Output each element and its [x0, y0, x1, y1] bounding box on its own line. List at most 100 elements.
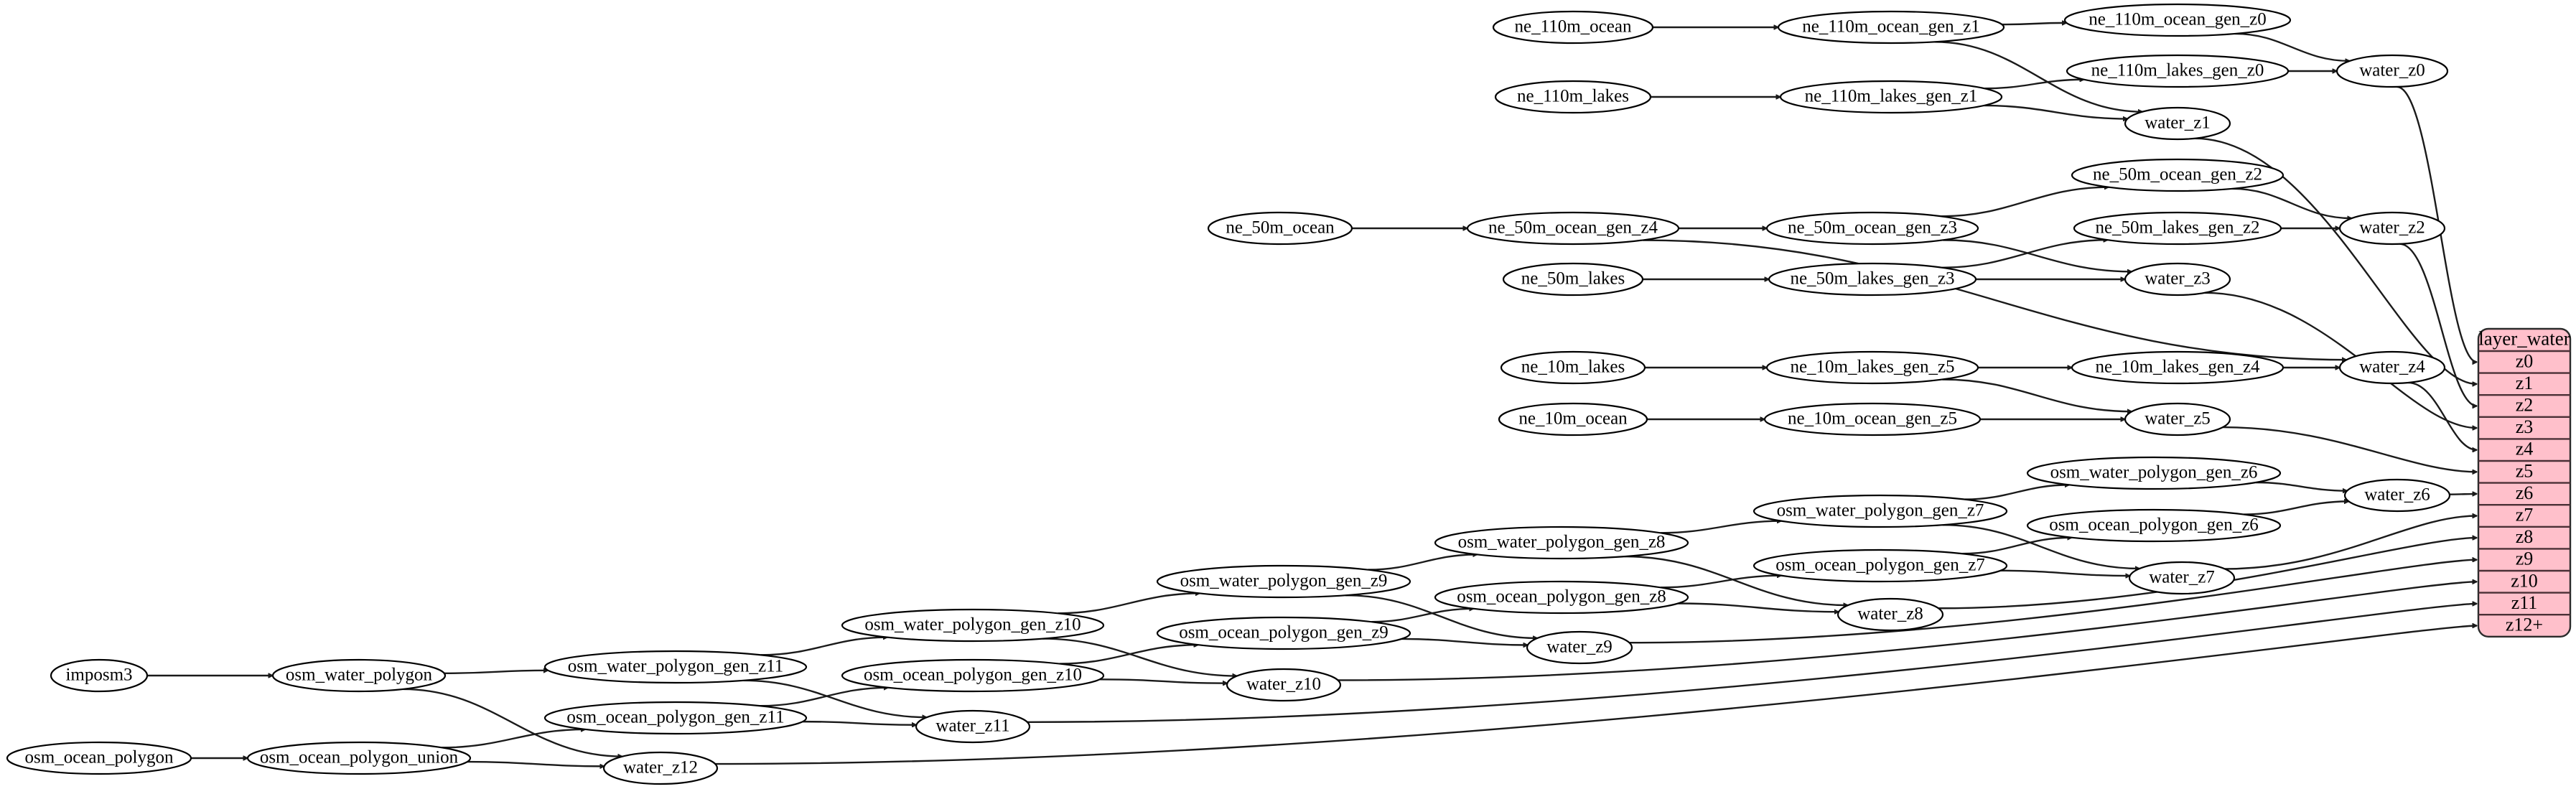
edge-water_z12-to-layer_water_z12_ [715, 626, 2477, 765]
node-ne_50m_lakes[interactable]: ne_50m_lakes [1502, 262, 1644, 297]
node-shape [2124, 402, 2231, 436]
node-ne_10m_lakes_gen_z4[interactable]: ne_10m_lakes_gen_z4 [2071, 350, 2285, 385]
node-shape [2338, 211, 2446, 246]
edge-water_z6-to-layer_water_z6 [2449, 494, 2477, 495]
node-osm_ocean_polygon_gen_z8[interactable]: osm_ocean_polygon_gen_z8 [1434, 580, 1689, 615]
node-osm_ocean_polygon_gen_z7[interactable]: osm_ocean_polygon_gen_z7 [1753, 548, 2008, 583]
edge-water_z8-to-layer_water_z8 [1938, 538, 2477, 610]
node-shape [1494, 80, 1652, 114]
node-ne_10m_lakes[interactable]: ne_10m_lakes [1500, 350, 1646, 385]
node-osm_ocean_polygon_gen_z10[interactable]: osm_ocean_polygon_gen_z10 [841, 658, 1105, 693]
node-water_z9[interactable]: water_z9 [1526, 630, 1633, 665]
edge-ne_50m_ocean_gen_z3-to-water_z3 [1943, 239, 2132, 271]
node-shape [50, 658, 149, 693]
node-ne_50m_ocean[interactable]: ne_50m_ocean [1207, 211, 1353, 246]
node-shape [1226, 668, 1342, 702]
node-osm_water_polygon_gen_z7[interactable]: osm_water_polygon_gen_z7 [1753, 494, 2008, 528]
node-ne_50m_lakes_gen_z2[interactable]: ne_50m_lakes_gen_z2 [2073, 211, 2282, 246]
node-ne_50m_ocean_gen_z4[interactable]: ne_50m_ocean_gen_z4 [1466, 211, 1680, 246]
node-ne_10m_ocean_gen_z5[interactable]: ne_10m_ocean_gen_z5 [1763, 402, 1982, 436]
node-shape [1502, 262, 1644, 297]
node-water_z3[interactable]: water_z3 [2124, 262, 2231, 297]
node-osm_ocean_polygon_gen_z9[interactable]: osm_ocean_polygon_gen_z9 [1156, 616, 1411, 650]
edge-osm_water_polygon_gen_z8-to-water_z8 [1624, 555, 1847, 605]
node-osm_water_polygon_gen_z11[interactable]: osm_water_polygon_gen_z11 [543, 650, 808, 684]
node-water_z4[interactable]: water_z4 [2338, 350, 2446, 385]
node-water_z6[interactable]: water_z6 [2343, 478, 2451, 513]
node-ne_50m_ocean_gen_z3[interactable]: ne_50m_ocean_gen_z3 [1765, 211, 1979, 246]
node-water_z12[interactable]: water_z12 [602, 751, 719, 785]
node-ne_10m_lakes_gen_z5[interactable]: ne_10m_lakes_gen_z5 [1765, 350, 1979, 385]
node-osm_water_polygon_gen_z9[interactable]: osm_water_polygon_gen_z9 [1156, 564, 1411, 599]
node-ne_50m_ocean_gen_z2[interactable]: ne_50m_ocean_gen_z2 [2071, 158, 2285, 192]
node-ne_110m_ocean_gen_z0[interactable]: ne_110m_ocean_gen_z0 [2063, 3, 2292, 37]
node-shape [1765, 350, 1979, 385]
node-water_z0[interactable]: water_z0 [2335, 54, 2449, 88]
node-shape [2124, 106, 2231, 141]
node-ne_110m_ocean[interactable]: ne_110m_ocean [1492, 10, 1654, 45]
layer-water-table[interactable]: layer_waterz0z1z2z3z4z5z6z7z8z9z10z11z12… [2477, 328, 2572, 638]
node-layer: ne_110m_ocean ne_110m_ocean_gen_z1 ne_110m… [6, 3, 2451, 785]
node-ne_110m_lakes_gen_z1[interactable]: ne_110m_lakes_gen_z1 [1779, 80, 2003, 114]
node-shape [1763, 402, 1982, 436]
edge-osm_water_polygon_gen_z8-to-osm_water_polygon_gen_z7 [1660, 521, 1781, 534]
edge-water_z5-to-layer_water_z5 [2223, 426, 2477, 472]
node-shape [246, 741, 472, 775]
node-imposm3[interactable]: imposm3 [50, 658, 149, 693]
node-shape [1768, 262, 1977, 297]
node-water_z7[interactable]: water_z7 [2128, 561, 2236, 595]
edge-osm_ocean_polygon_gen_z8-to-osm_ocean_polygon_gen_z7 [1660, 576, 1781, 589]
node-osm_water_polygon_gen_z10[interactable]: osm_water_polygon_gen_z10 [841, 608, 1105, 643]
edge-osm_water_polygon_gen_z10-to-osm_water_polygon_gen_z9 [1058, 593, 1200, 615]
node-ne_10m_ocean[interactable]: ne_10m_ocean [1498, 402, 1648, 436]
edge-osm_ocean_polygon_gen_z7-to-water_z7 [2000, 569, 2129, 576]
edge-osm_ocean_polygon_gen_z8-to-water_z8 [1678, 602, 1839, 612]
edge-ne_50m_ocean_gen_z2-to-water_z2 [2232, 187, 2352, 218]
node-osm_ocean_polygon[interactable]: osm_ocean_polygon [6, 741, 192, 775]
node-osm_ocean_polygon_gen_z6[interactable]: osm_ocean_polygon_gen_z6 [2026, 508, 2282, 543]
node-shape [1500, 350, 1646, 385]
node-shape [1156, 616, 1411, 650]
edge-ne_110m_ocean_gen_z1-to-water_z1 [1934, 41, 2142, 111]
node-ne_110m_lakes_gen_z0[interactable]: ne_110m_lakes_gen_z0 [2066, 54, 2290, 88]
node-water_z5[interactable]: water_z5 [2124, 402, 2231, 436]
edge-osm_water_polygon-to-osm_water_polygon_gen_z11 [444, 671, 549, 674]
edge-layer [147, 23, 2477, 767]
edge-ne_110m_ocean_gen_z0-to-water_z0 [2234, 32, 2350, 61]
node-water_z8[interactable]: water_z8 [1837, 597, 1944, 632]
node-water_z2[interactable]: water_z2 [2338, 211, 2446, 246]
edge-water_z4-to-layer_water_z4 [2407, 381, 2477, 450]
node-water_z11[interactable]: water_z11 [915, 709, 1031, 744]
node-shape [2026, 508, 2282, 543]
node-shape [1765, 211, 1979, 246]
node-shape [2338, 350, 2446, 385]
edge-osm_water_polygon_gen_z7-to-water_z7 [1942, 523, 2140, 569]
node-shape [1837, 597, 1944, 632]
node-shape [602, 751, 719, 785]
edge-osm_ocean_polygon_union-to-water_z12 [467, 760, 605, 766]
node-shape [915, 709, 1031, 744]
edge-water_z11-to-layer_water_z11 [1027, 604, 2477, 724]
node-water_z1[interactable]: water_z1 [2124, 106, 2231, 141]
edge-osm_water_polygon_gen_z9-to-water_z9 [1345, 594, 1537, 638]
node-osm_ocean_polygon_union[interactable]: osm_ocean_polygon_union [246, 741, 472, 775]
node-ne_110m_ocean_gen_z1[interactable]: ne_110m_ocean_gen_z1 [1777, 10, 2005, 45]
node-osm_ocean_polygon_gen_z11[interactable]: osm_ocean_polygon_gen_z11 [543, 701, 808, 735]
node-shape [841, 658, 1105, 693]
node-shape [1434, 526, 1689, 560]
node-ne_50m_lakes_gen_z3[interactable]: ne_50m_lakes_gen_z3 [1768, 262, 1977, 297]
edge-osm_ocean_polygon_gen_z10-to-water_z10 [1099, 678, 1228, 683]
edge-water_z9-to-layer_water_z9 [1629, 560, 2477, 644]
node-shape [1526, 630, 1633, 665]
node-ne_110m_lakes[interactable]: ne_110m_lakes [1494, 80, 1652, 114]
edge-water_z2-to-layer_water_z2 [2399, 243, 2477, 406]
node-shape [1779, 80, 2003, 114]
node-water_z10[interactable]: water_z10 [1226, 668, 1342, 702]
node-osm_water_polygon[interactable]: osm_water_polygon [271, 658, 447, 693]
node-shape [2071, 350, 2285, 385]
node-osm_water_polygon_gen_z8[interactable]: osm_water_polygon_gen_z8 [1434, 526, 1689, 560]
node-osm_water_polygon_gen_z6[interactable]: osm_water_polygon_gen_z6 [2026, 456, 2282, 490]
node-shape [6, 741, 192, 775]
edge-osm_ocean_polygon_gen_z9-to-water_z9 [1401, 638, 1528, 645]
